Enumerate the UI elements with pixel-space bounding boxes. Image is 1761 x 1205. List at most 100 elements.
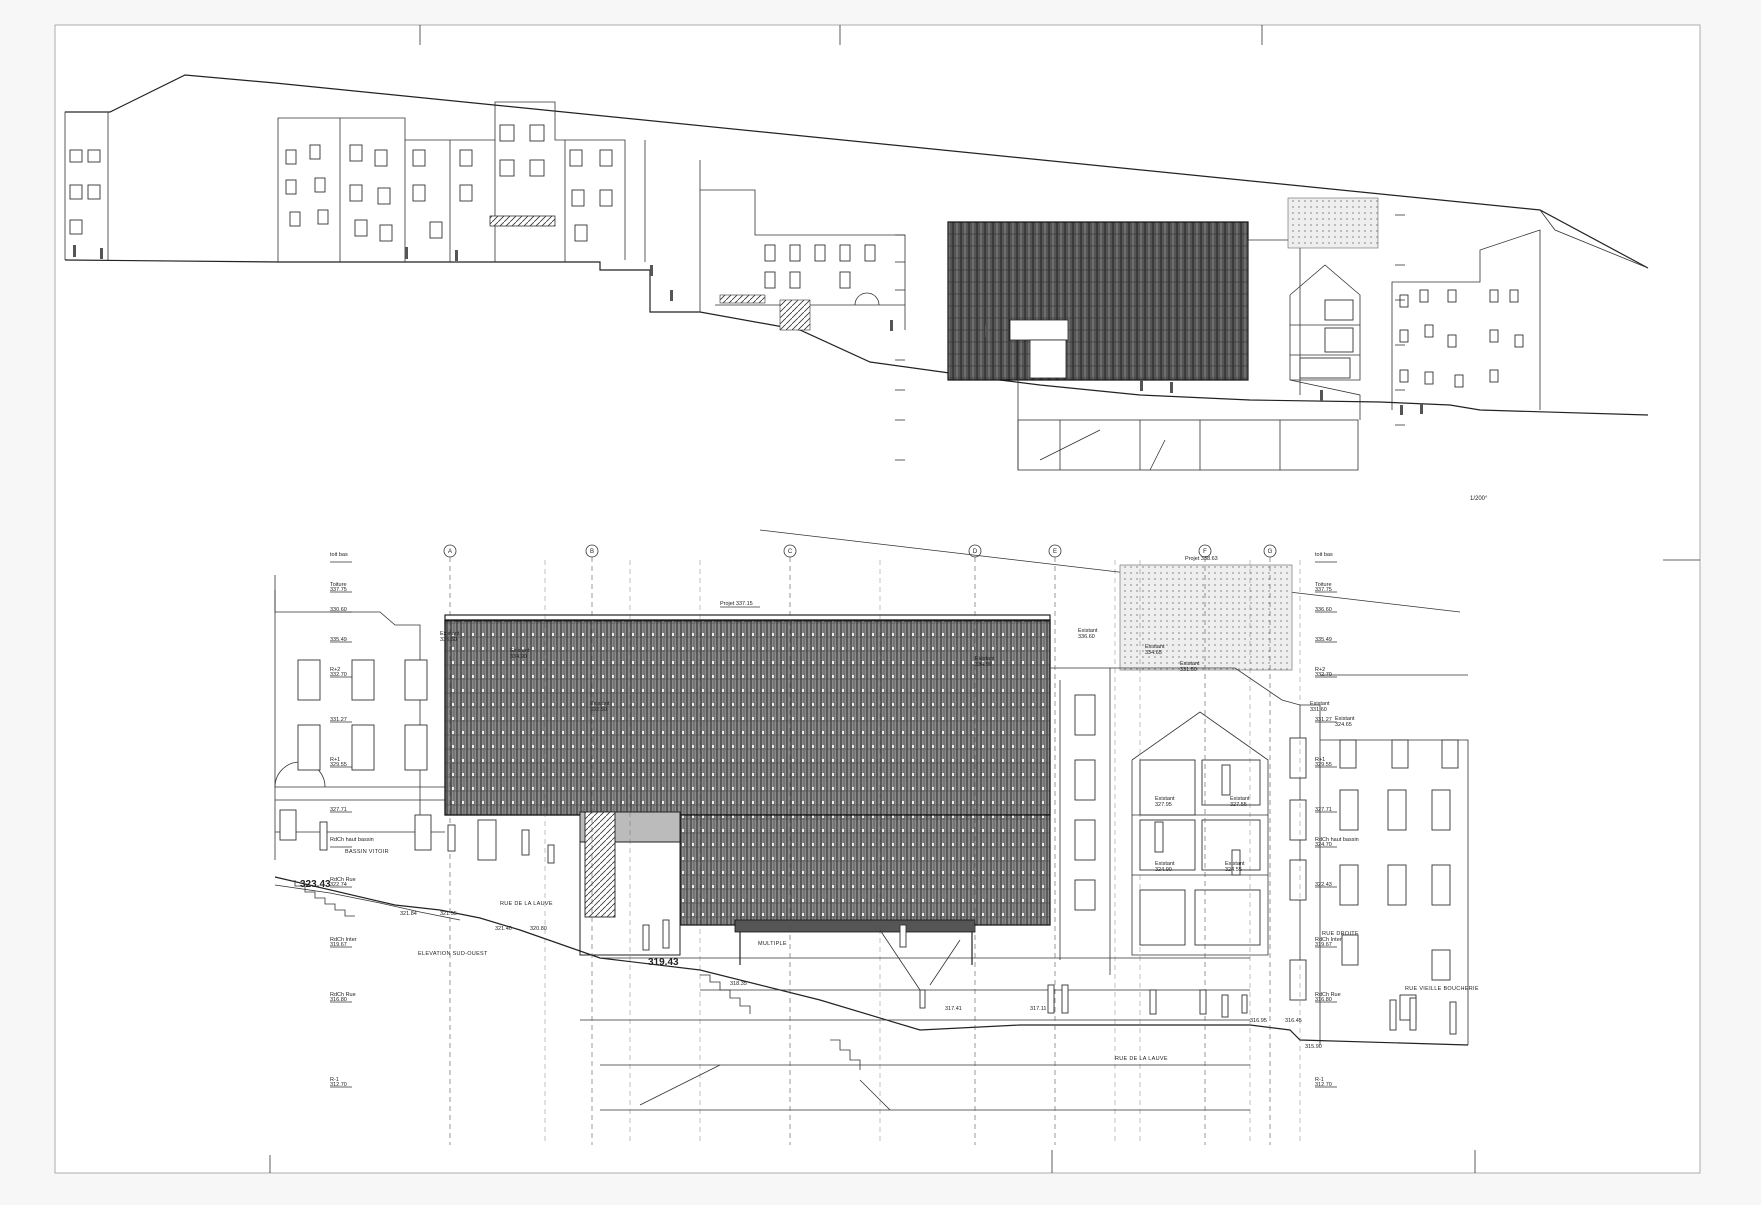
svg-text:319.43: 319.43	[648, 957, 679, 968]
sheet-frame	[54, 24, 1701, 1174]
level-value: 327.71	[1315, 807, 1332, 813]
level-value: 329.55	[330, 762, 347, 768]
level-value: 332.70	[330, 672, 347, 678]
svg-text:316.45: 316.45	[1285, 1018, 1302, 1024]
upper-people	[73, 245, 1423, 415]
level-value: 335.49	[330, 637, 347, 643]
svg-text:327.55: 327.55	[1230, 802, 1247, 808]
svg-text:316.95: 316.95	[1250, 1018, 1267, 1024]
svg-text:327.95: 327.95	[1155, 802, 1172, 808]
level-value: 322.74	[330, 882, 347, 888]
spot-levels: 323.43 319.43 321.84 321.55 321.40 320.8…	[300, 556, 1322, 1050]
street-labels: BASSIN VITOIR RUE DE LA LAUVE ELEVATION …	[345, 849, 1479, 1062]
right-level-labels: toit basToiture337.75336.60335.49R+2332.…	[1315, 552, 1359, 1088]
projet-label: Projet 337.15	[720, 601, 753, 607]
level-name: R+2	[330, 667, 340, 673]
svg-text:Existant: Existant	[1078, 628, 1098, 634]
grid-axis-label: E	[1053, 549, 1057, 555]
level-value: 316.80	[1315, 997, 1332, 1003]
svg-text:334.90: 334.90	[975, 662, 992, 668]
svg-text:Existant: Existant	[1155, 796, 1175, 802]
svg-text:RUE DROITE: RUE DROITE	[1322, 931, 1359, 937]
level-value: 331.27	[1315, 717, 1332, 723]
lower-people	[319, 764, 1457, 1035]
svg-text:Projet 338.63: Projet 338.63	[1185, 556, 1218, 562]
level-name: RdCh haut bassin	[1315, 837, 1359, 843]
level-value: 322.43	[1315, 882, 1332, 888]
level-name: Toiture	[330, 582, 347, 588]
level-name: R-1	[330, 1077, 339, 1083]
main-screen-facade	[444, 619, 1051, 816]
level-name: RdCh Inter	[1315, 937, 1342, 943]
svg-text:Existant: Existant	[1155, 861, 1175, 867]
upper-light-screen	[1287, 197, 1379, 249]
svg-text:323.43: 323.43	[300, 879, 331, 890]
level-value: 332.70	[1315, 672, 1332, 678]
svg-text:RUE DE LA LAUVE: RUE DE LA LAUVE	[1115, 1056, 1168, 1062]
level-name: toit bas	[1315, 552, 1333, 558]
upper-right-windows	[1399, 289, 1524, 388]
svg-text:Existant: Existant	[590, 701, 610, 707]
level-name: R+2	[1315, 667, 1325, 673]
upper-level-markers	[895, 214, 1405, 461]
svg-text:Existant: Existant	[975, 656, 995, 662]
existant-labels: Existant 336.60 Existant 334.90 Existant…	[440, 628, 1355, 728]
light-screen-facade	[1119, 564, 1293, 671]
svg-text:317.41: 317.41	[945, 1006, 962, 1012]
level-value: 319.67	[330, 942, 347, 948]
svg-text:331.50: 331.50	[1180, 667, 1197, 673]
level-value: 337.75	[330, 587, 347, 593]
level-value: 319.67	[1315, 942, 1332, 948]
svg-text:336.60: 336.60	[440, 637, 457, 643]
svg-text:317.11: 317.11	[1030, 1006, 1046, 1012]
grid-axis-label: F	[1203, 549, 1207, 555]
svg-text:315.90: 315.90	[1305, 1044, 1322, 1050]
upper-elevation: 1/200°	[64, 74, 1649, 502]
svg-text:332.50: 332.50	[590, 707, 607, 713]
svg-text:Existant: Existant	[1225, 861, 1245, 867]
svg-text:ELEVATION SUD-OUEST: ELEVATION SUD-OUEST	[418, 951, 488, 957]
svg-text:336.60: 336.60	[1078, 634, 1095, 640]
level-value: 337.75	[1315, 587, 1332, 593]
svg-text:RUE DE LA LAUVE: RUE DE LA LAUVE	[500, 901, 553, 907]
svg-text:334.90: 334.90	[510, 654, 527, 660]
level-value: 331.27	[330, 717, 347, 723]
interior-labels: Existant 327.95 Existant 327.55 Existant…	[1155, 796, 1250, 873]
svg-text:324.65: 324.65	[1335, 722, 1352, 728]
svg-text:321.55: 321.55	[440, 911, 457, 917]
level-value: 327.71	[330, 807, 347, 813]
svg-text:324.90: 324.90	[1155, 867, 1172, 873]
svg-text:MULTIPLE: MULTIPLE	[758, 941, 787, 947]
svg-text:Existant: Existant	[440, 631, 460, 637]
lower-mid-right-windows	[1074, 694, 1096, 911]
svg-text:Existant: Existant	[1335, 716, 1355, 722]
grid-axis-label: B	[590, 549, 594, 555]
svg-text:Existant: Existant	[1145, 644, 1165, 650]
grid-axis-label: G	[1268, 549, 1273, 555]
svg-text:331.60: 331.60	[1310, 707, 1327, 713]
level-value: 316.80	[330, 997, 347, 1003]
upper-screen-facade	[947, 221, 1249, 381]
scale-label: 1/200°	[1470, 496, 1488, 502]
upper-left-windows	[285, 124, 613, 242]
level-value: 312.70	[1315, 1082, 1332, 1088]
level-value: 336.60	[1315, 607, 1332, 613]
svg-text:318.35: 318.35	[730, 981, 747, 987]
level-name: RdCh Rue	[1315, 992, 1341, 998]
level-value: 330.60	[330, 607, 347, 613]
level-name: R-1	[1315, 1077, 1324, 1083]
svg-text:Existant: Existant	[1310, 701, 1330, 707]
grid-axis-label: D	[973, 549, 978, 555]
level-value: 324.70	[1315, 842, 1332, 848]
svg-text:324.55: 324.55	[1225, 867, 1242, 873]
svg-text:Existant: Existant	[1180, 661, 1200, 667]
level-name: RdCh haut bassin	[330, 837, 374, 843]
level-value: 312.70	[330, 1082, 347, 1088]
level-name: toit bas	[330, 552, 348, 558]
level-name: RdCh Inter	[330, 937, 357, 943]
level-name: R+1	[1315, 757, 1325, 763]
